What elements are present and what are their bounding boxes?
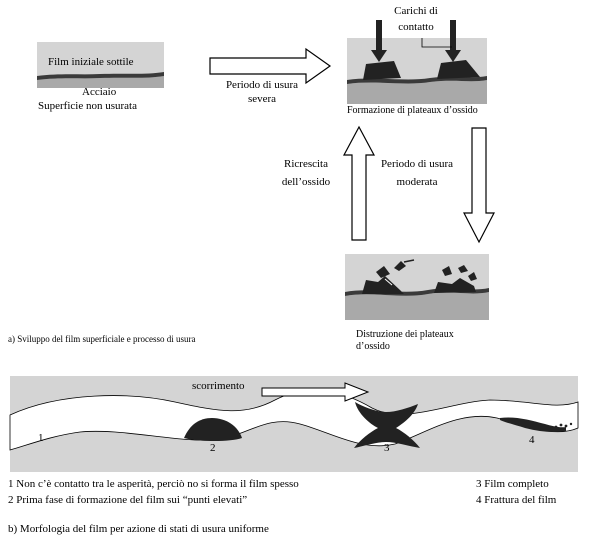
- legend-item-3: 3 Film completo: [476, 478, 549, 490]
- severe-wear-label-2: severa: [247, 93, 277, 105]
- film-contact-3: [354, 402, 420, 448]
- sliding-label: scorrimento: [192, 380, 245, 392]
- contact-load-arrow-left: [371, 50, 387, 62]
- contact-loads-label-1: Carichi di: [394, 5, 438, 17]
- thin-initial-film: [37, 72, 164, 80]
- initial-film-label: Film iniziale sottile: [48, 56, 134, 68]
- stage-number-1: 1: [38, 432, 44, 444]
- oxide-regrowth-arrow: [342, 125, 376, 241]
- severe-wear-label-1: Periodo di usura: [225, 79, 299, 91]
- moderate-wear-label-2: moderata: [396, 176, 438, 188]
- film-morphology-panel: [9, 376, 579, 472]
- oxide-plateau-right: [437, 60, 480, 79]
- stage-number-2: 2: [210, 442, 216, 454]
- stage-number-4: 4: [529, 434, 535, 446]
- destruction-caption-2: d’ossido: [356, 341, 390, 352]
- contact-loads-label-2: contatto: [398, 21, 434, 33]
- contact-load-arrow-right: [445, 50, 461, 62]
- moderate-wear-arrow: [463, 127, 495, 244]
- plateaux-formation-box: [347, 20, 487, 104]
- regrowth-label-2: dell’ossido: [281, 176, 331, 188]
- section-b-caption: b) Morfologia del film per azione di sta…: [8, 523, 269, 535]
- regrowth-label-1: Ricrescita: [284, 158, 328, 170]
- severe-wear-arrow: [209, 47, 332, 85]
- legend-item-2: 2 Prima fase di formazione del film sui …: [8, 494, 248, 506]
- steel-label: Acciaio: [82, 86, 117, 98]
- unworn-surface-box: [37, 42, 164, 88]
- legend-item-1: 1 Non c’è contatto tra le asperità, perc…: [8, 478, 299, 490]
- destruction-caption-1: Distruzione dei plateaux: [356, 329, 454, 340]
- unworn-surface-caption: Superficie non usurata: [38, 100, 137, 112]
- moderate-wear-label-1: Periodo di usura: [380, 158, 454, 170]
- plateaux-destruction-box: [345, 254, 489, 320]
- stage-number-3: 3: [384, 442, 390, 454]
- legend-item-4: 4 Frattura del film: [476, 494, 557, 506]
- sliding-arrow: [261, 382, 370, 402]
- film-contact-2: [184, 418, 242, 441]
- plateaux-formation-caption: Formazione di plateaux d’ossido: [347, 105, 478, 116]
- section-a-caption: a) Sviluppo del film superficiale e proc…: [8, 334, 196, 344]
- oxide-plateau-left: [363, 61, 401, 80]
- film-contact-4: [500, 417, 566, 432]
